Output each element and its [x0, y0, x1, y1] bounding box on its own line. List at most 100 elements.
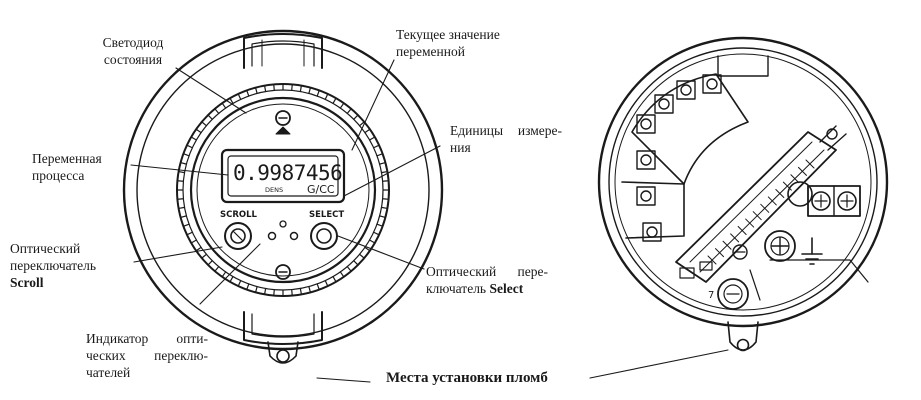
- bezel-tick: [359, 253, 365, 259]
- bezel-tick: [346, 266, 352, 272]
- bezel-tick: [176, 198, 184, 200]
- ground-icon: [801, 237, 823, 265]
- bezel-tick: [364, 128, 371, 134]
- terminal-screw: [676, 80, 696, 100]
- label-optical-indicator: Индикатор опти- ческих переклю- чателей: [86, 330, 208, 381]
- label-select-word: Select: [489, 281, 524, 296]
- scroll-button-icon: [224, 222, 252, 250]
- label-optical-select: Оптический пере- ключатель Select: [426, 263, 548, 297]
- bezel-tick: [195, 246, 202, 252]
- seal-hole: [276, 349, 290, 363]
- bezel-tick: [376, 153, 384, 157]
- bezel-tick: [263, 85, 267, 93]
- bezel-tick: [353, 114, 359, 120]
- label-status-led: Светодиод состояния: [82, 34, 184, 68]
- ground-screw: [764, 230, 796, 262]
- bezel-tick: [254, 285, 258, 293]
- bezel-tick: [339, 102, 345, 109]
- label-scroll-word: Scroll: [10, 275, 44, 290]
- board-hatch: [707, 255, 717, 265]
- label-line: чателей: [86, 365, 131, 380]
- bezel-tick: [380, 206, 388, 210]
- bezel-tick: [291, 289, 293, 297]
- bezel-tick: [378, 215, 386, 219]
- label-line: Индикатор опти-: [86, 331, 208, 346]
- label-line: состояния: [103, 52, 163, 67]
- bezel-tick: [246, 89, 250, 97]
- bezel-tick: [373, 144, 380, 149]
- electronics-board: [675, 131, 837, 283]
- label-seal-places: Места установки пломб: [386, 370, 548, 386]
- board-hatch: [715, 248, 725, 258]
- bezel-tick: [178, 206, 186, 210]
- bezel-tick: [332, 97, 337, 104]
- bezel-tick: [273, 289, 275, 297]
- center-port: [787, 181, 813, 207]
- terminal-screw-head: [680, 84, 692, 96]
- bezel-tick: [316, 283, 320, 291]
- bezel-tick: [186, 144, 193, 149]
- label-line: переменной: [396, 44, 465, 59]
- terminal-screw: [654, 94, 674, 114]
- label-current-value: Текущее значение переменной: [396, 26, 500, 60]
- lcd-variable: DENS: [265, 186, 283, 194]
- bezel-tick: [376, 223, 384, 227]
- label-line: ключатель: [426, 281, 487, 296]
- seal-hole: [736, 338, 750, 352]
- bezel-tick: [291, 83, 293, 91]
- terminal-screw-head: [640, 118, 652, 130]
- indicator-dot-top: [279, 220, 287, 228]
- board-hatch: [745, 218, 755, 228]
- lcd-frame: [220, 148, 346, 204]
- terminal-screw: [636, 150, 656, 170]
- bezel-tick: [346, 108, 352, 114]
- label-line: ния: [450, 140, 471, 155]
- terminal-block: [631, 73, 749, 185]
- terminal-screw-head: [646, 226, 658, 238]
- bezel-tick: [182, 153, 190, 157]
- bezel-tick: [324, 280, 329, 287]
- indicator-dot-right: [289, 231, 299, 241]
- terminal-screw: [636, 186, 656, 206]
- bezel-tick: [237, 93, 242, 100]
- bezel-tick: [176, 180, 184, 182]
- bezel-tick: [382, 180, 390, 182]
- lcd-unit: G/CC: [307, 183, 335, 196]
- board-hatch: [775, 189, 785, 199]
- bezel-tick: [373, 231, 380, 236]
- label-optical-scroll: Оптический переключатель Scroll: [10, 240, 96, 291]
- label-line: Текущее значение: [396, 27, 500, 42]
- transmitter-front-view: [122, 29, 444, 364]
- bezel-tick: [308, 87, 312, 95]
- bezel-tick: [263, 287, 267, 295]
- bezel-tick: [382, 198, 390, 200]
- board-hatch: [722, 240, 732, 250]
- label-line: Светодиод: [102, 35, 164, 50]
- bezel-tick: [214, 108, 220, 114]
- bezel-tick: [190, 136, 197, 141]
- terminal-screw: [702, 74, 722, 94]
- bezel-tick: [308, 285, 312, 293]
- label-line: Оптический: [10, 241, 81, 256]
- bezel-tick: [180, 215, 188, 219]
- bezel-tick: [178, 170, 186, 174]
- bezel-tick: [299, 85, 303, 93]
- indicator-dot-left: [267, 231, 277, 241]
- label-line: Оптический пере-: [426, 264, 548, 279]
- bezel-tick: [207, 260, 213, 266]
- status-led-icon: [275, 126, 291, 135]
- bezel-tick: [353, 260, 359, 266]
- board-hatch: [760, 203, 770, 213]
- bezel-tick: [221, 271, 227, 278]
- bottom-screw: [275, 264, 291, 280]
- label-line: переключатель: [10, 258, 97, 273]
- bezel-tick: [369, 136, 376, 141]
- dial-number: 7: [708, 290, 714, 301]
- bezel-tick: [324, 93, 329, 100]
- bezel-tick: [207, 114, 213, 120]
- terminal-screw-head: [640, 190, 652, 202]
- bezel-tick: [359, 121, 365, 127]
- bezel-tick: [201, 121, 207, 127]
